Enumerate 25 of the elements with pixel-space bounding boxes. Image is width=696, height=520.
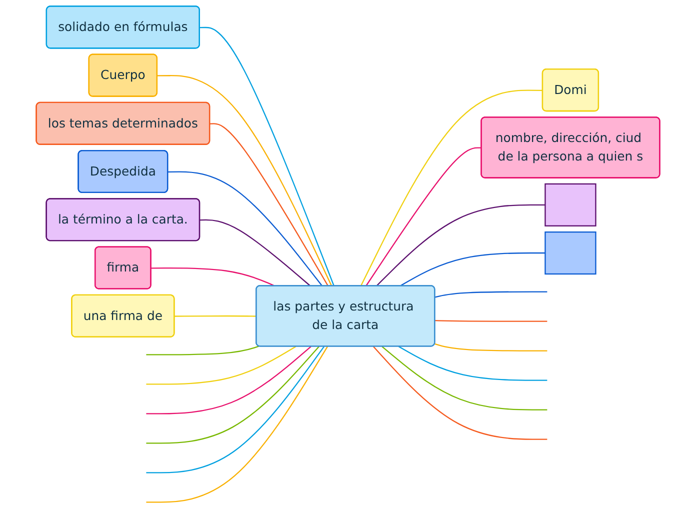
node-box [544, 183, 596, 226]
connector-line [434, 291, 548, 298]
connector-line [434, 343, 548, 352]
connector-line [146, 346, 325, 474]
connector-line [146, 346, 320, 444]
connector-line [174, 315, 257, 317]
connector-line [382, 346, 548, 410]
connector-line [366, 147, 482, 286]
connector-line [146, 346, 328, 503]
connector-line [372, 346, 548, 440]
connector-line [200, 219, 311, 286]
connector-line [146, 346, 296, 385]
connector-line [376, 204, 546, 286]
connector-line [210, 123, 329, 286]
connector-line [157, 75, 332, 286]
connector-line [151, 267, 276, 287]
connector-line [435, 320, 548, 322]
connector-line [360, 90, 543, 286]
connector-line [398, 346, 548, 381]
connector-line [200, 26, 335, 286]
connector-line [146, 346, 260, 356]
node-box [544, 231, 596, 275]
connector-line [168, 171, 323, 286]
connector-line [146, 346, 312, 414]
connector-line [400, 252, 546, 286]
